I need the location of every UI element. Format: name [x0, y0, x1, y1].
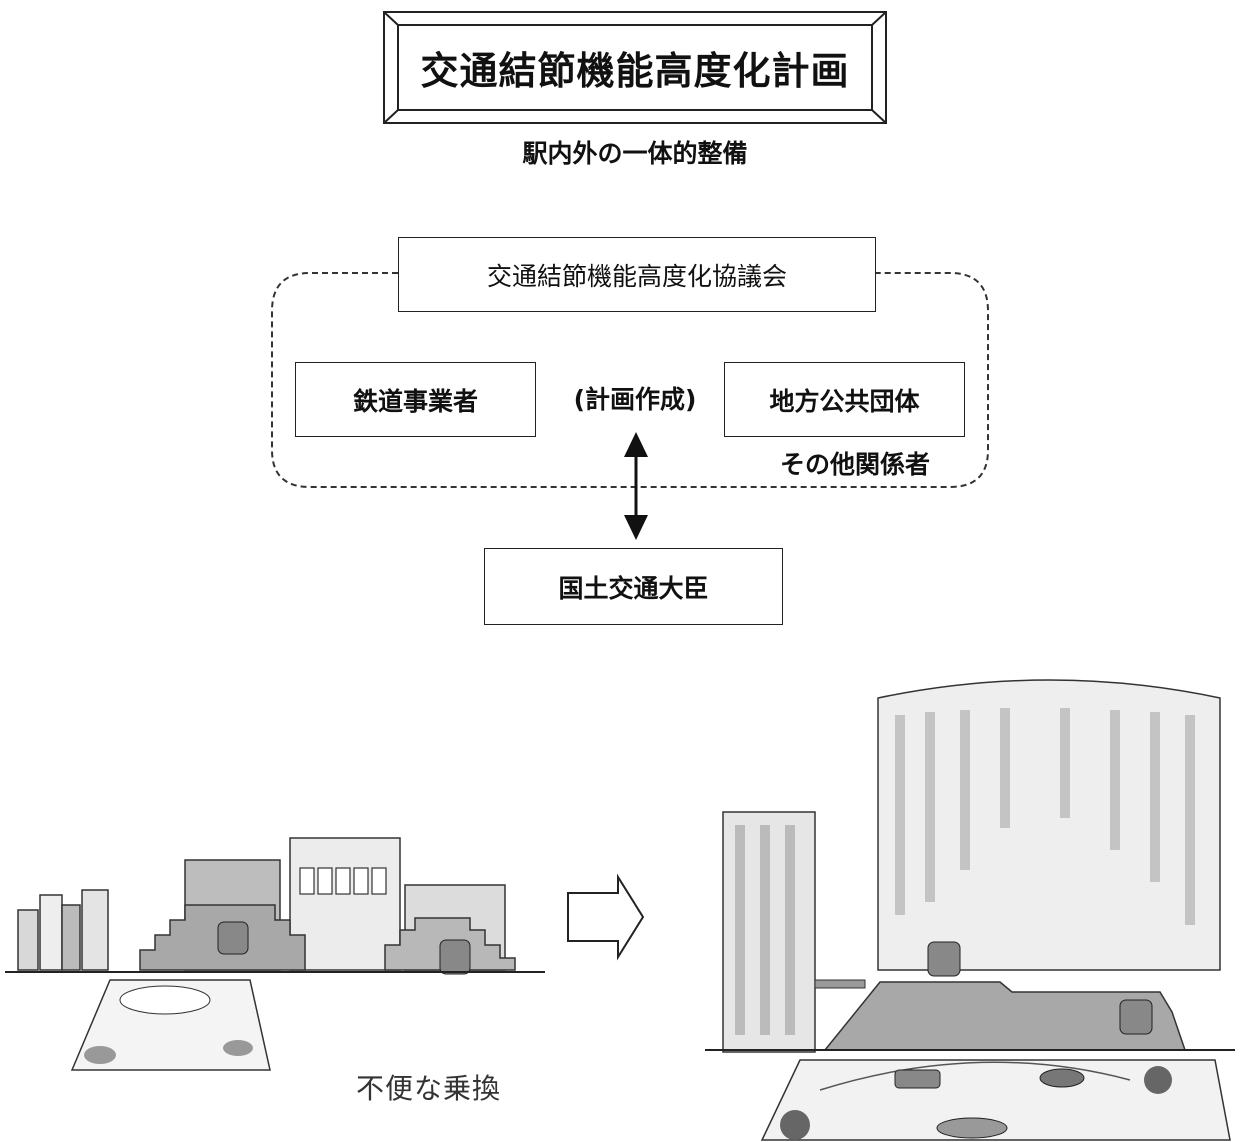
train-icon [217, 921, 249, 955]
bevel-frame [383, 11, 887, 124]
subtitle: 駅内外の一体的整備 [522, 139, 748, 168]
tree-icon [780, 1110, 810, 1140]
station-platform [823, 981, 1187, 1051]
council-box: 交通結節機能高度化協議会 [398, 237, 876, 312]
railway-operator-box: 鉄道事業者 [295, 362, 536, 437]
car-icon [1039, 1068, 1085, 1088]
before-caption: 不便な乗換 [356, 1072, 502, 1105]
tree-icon-2 [1144, 1066, 1172, 1094]
train-icon-3 [927, 941, 961, 977]
page-title: 交通結節機能高度化計画 [420, 49, 850, 93]
bus-icon [894, 1069, 941, 1089]
before-illustration [5, 837, 545, 1071]
building-center [289, 837, 401, 971]
fountain-icon [936, 1117, 1008, 1139]
local-government-box: 地方公共団体 [724, 362, 965, 437]
diagram-lines [271, 272, 989, 540]
station-illustration [5, 679, 1235, 1141]
minister-box: 国土交通大臣 [484, 548, 783, 625]
railway-operator-label: 鉄道事業者 [352, 386, 478, 416]
local-government-label: 地方公共団体 [769, 386, 920, 416]
double-arrow [624, 432, 648, 540]
small-buildings [17, 889, 109, 971]
minister-label: 国土交通大臣 [558, 573, 709, 603]
other-parties-label: その他関係者 [779, 450, 930, 479]
council-label: 交通結節機能高度化協議会 [486, 261, 787, 291]
title-frame: 交通結節機能高度化計画 [383, 11, 887, 124]
plan-creation-label: (計画作成) [573, 385, 697, 414]
plaza-after [760, 1059, 1231, 1141]
after-illustration [705, 679, 1235, 1141]
train-icon-2 [439, 939, 471, 975]
transition-arrow-icon [567, 873, 645, 961]
train-icon-4 [1119, 999, 1153, 1035]
